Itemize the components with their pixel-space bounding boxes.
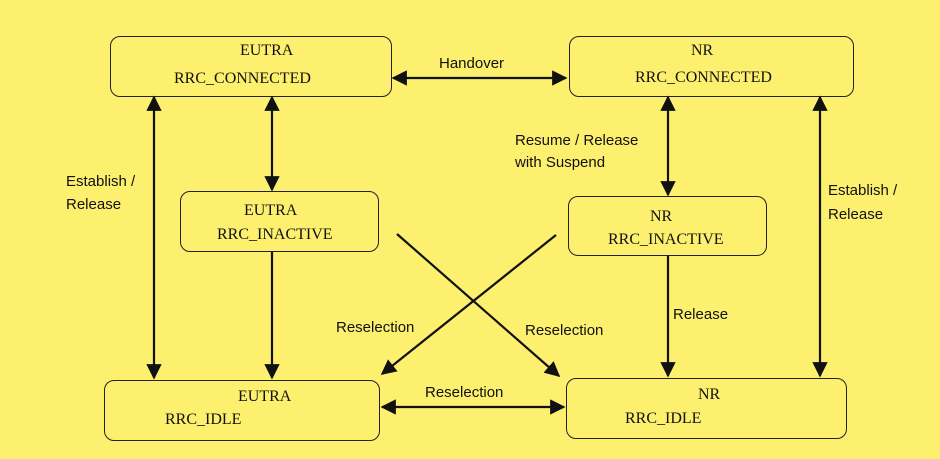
label-establish-right-line1: Establish / <box>828 182 898 199</box>
label-release: Release <box>673 306 729 323</box>
reselection-nr-to-eutra-arrow <box>380 234 557 375</box>
label-reselection-bottom: Reselection <box>425 384 504 401</box>
state-name: RRC_IDLE <box>165 411 242 428</box>
state-title: NR <box>691 42 714 59</box>
reselection-eutra-to-nr-arrow <box>396 233 561 378</box>
label-handover: Handover <box>439 55 505 72</box>
state-title: NR <box>698 386 721 403</box>
state-nr-rrc-connected: NR RRC_CONNECTED <box>569 36 854 97</box>
state-title: EUTRA <box>244 202 298 219</box>
state-name: RRC_IDLE <box>625 410 702 427</box>
state-eutra-rrc-idle: EUTRA RRC_IDLE <box>104 380 380 441</box>
state-name: RRC_INACTIVE <box>608 231 724 248</box>
state-name: RRC_CONNECTED <box>174 70 311 87</box>
state-title: EUTRA <box>238 388 292 405</box>
state-name: RRC_CONNECTED <box>635 69 772 86</box>
label-establish-left-line1: Establish / <box>66 173 136 190</box>
state-eutra-rrc-inactive: EUTRA RRC_INACTIVE <box>180 191 379 252</box>
label-establish-left-line2: Release <box>66 196 122 213</box>
state-title: EUTRA <box>240 42 294 59</box>
label-reselection-left: Reselection <box>336 319 415 336</box>
state-eutra-rrc-connected: EUTRA RRC_CONNECTED <box>110 36 392 97</box>
label-resume-release-line1: Resume / Release <box>515 132 639 149</box>
state-title: NR <box>650 208 673 225</box>
state-name: RRC_INACTIVE <box>217 226 333 243</box>
label-reselection-right: Reselection <box>525 322 604 339</box>
state-nr-rrc-idle: NR RRC_IDLE <box>566 378 847 439</box>
label-resume-release-line2: with Suspend <box>515 154 606 171</box>
label-establish-right-line2: Release <box>828 206 884 223</box>
state-nr-rrc-inactive: NR RRC_INACTIVE <box>568 196 767 256</box>
